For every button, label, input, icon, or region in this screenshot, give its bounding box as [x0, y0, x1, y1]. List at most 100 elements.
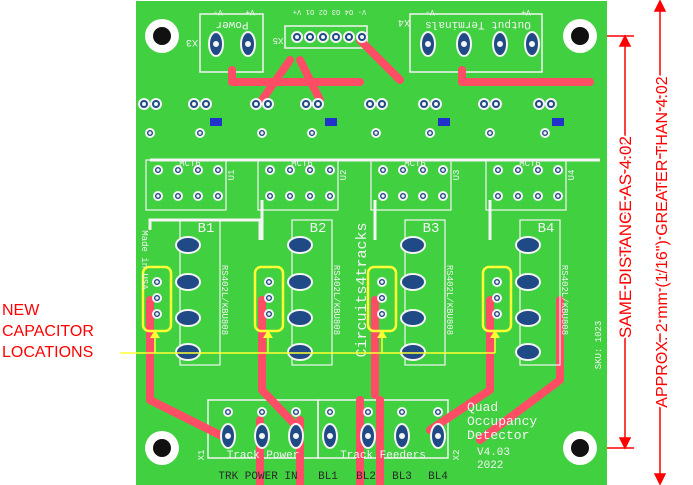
bridge-outline-4	[519, 219, 561, 366]
opto-outline-4	[485, 159, 567, 211]
product-line-2: Occupancy	[467, 414, 537, 429]
pointer-arrow-1	[150, 330, 160, 338]
opto-label-1: MCT6	[179, 159, 201, 169]
opto-1-pin-top-1-hole	[156, 168, 160, 172]
signal-pin-label-6: V-	[358, 7, 366, 15]
small-pad-b-2-hole	[204, 102, 208, 106]
brand-text: Circuits4tracks	[354, 222, 371, 357]
bl4-label: BL4	[428, 471, 448, 483]
signal-pin-label-2: O1	[306, 7, 314, 15]
opto-3-pin-bottom-1-hole	[381, 194, 385, 198]
small-pad-a-3-hole	[254, 102, 258, 106]
optocouplers	[145, 159, 567, 211]
opto-outline-1	[145, 159, 227, 211]
bridge-4-pad-3	[515, 309, 541, 327]
small-pad-a-8-hole	[537, 102, 541, 106]
opto-3-pin-bottom-3-hole	[421, 194, 425, 198]
bl1-label: BL1	[318, 471, 338, 483]
mounting-hole-4	[571, 439, 589, 457]
bridge-2-pad-2	[287, 273, 313, 291]
bottom-terminal-pad-5-hole	[365, 433, 371, 439]
bottom-terminal-pad-6-hole	[399, 433, 405, 439]
header-pin-1-hole	[295, 35, 299, 39]
bridge-3-pad-4	[400, 343, 426, 361]
mounting-holes	[145, 19, 597, 465]
power-label: Power	[215, 18, 248, 30]
bl3-label: BL3	[392, 471, 412, 483]
made-in-usa-text: Made in USA	[139, 230, 149, 290]
annotation-line-3: LOCATIONS	[2, 344, 93, 361]
mounting-hole-1	[153, 27, 171, 45]
small-pad-c-2-hole	[198, 131, 202, 135]
pointer-arrow-4	[490, 330, 500, 338]
track-feeders-label: Track Feeders	[340, 450, 426, 462]
small-pad-a-7-hole	[482, 102, 486, 106]
small-pad-b-8-hole	[549, 102, 553, 106]
bridge-rectifiers	[175, 219, 561, 366]
opto-1-pin-top-3-hole	[196, 168, 200, 172]
opto-3-pin-top-2-hole	[401, 168, 405, 172]
small-pad-c-3-hole	[260, 131, 264, 135]
top-terminal-pad-3-hole	[425, 41, 431, 47]
bridge-1-pad-3	[175, 309, 201, 327]
small-pad-a-6-hole	[422, 102, 426, 106]
opto-2-pin-bottom-4-hole	[328, 194, 332, 198]
bridge-part-4: RS402L/KBU808	[559, 265, 569, 335]
opto-1-pin-bottom-3-hole	[196, 194, 200, 198]
opto-4-pin-bottom-1-hole	[496, 194, 500, 198]
opto-4-pin-bottom-3-hole	[536, 194, 540, 198]
pointer-arrow-2	[263, 330, 273, 338]
opto-4-pin-top-3-hole	[536, 168, 540, 172]
small-pad-a-2-hole	[192, 102, 196, 106]
capacitor-3-pin-1-hole	[380, 280, 384, 284]
x5-label: X5	[273, 35, 284, 45]
bridge-4-pad-4	[515, 343, 541, 361]
product-version: V4.03	[477, 447, 510, 459]
opto-2-pin-bottom-2-hole	[288, 194, 292, 198]
polarity-label-3: V-	[425, 7, 435, 16]
bottom-terminal-pad-1-hole	[225, 433, 231, 439]
small-pad-a-1-hole	[142, 102, 146, 106]
signal-pin-label-4: O3	[332, 7, 340, 15]
sku-text: SKU: 1023	[594, 321, 604, 370]
header-pin-5-hole	[347, 35, 351, 39]
trace-5	[356, 36, 404, 84]
bridge-outline-3	[404, 219, 446, 366]
opto-2-pin-bottom-1-hole	[268, 194, 272, 198]
polarity-label-4: V+	[521, 7, 531, 16]
bridge-2-pad-3	[287, 309, 313, 327]
opto-3-pin-top-4-hole	[441, 168, 445, 172]
bridge-label-3: B3	[423, 221, 440, 237]
bottom-small-pad-2-hole	[260, 410, 264, 414]
small-pad-b-3-hole	[266, 102, 270, 106]
bridge-4-pad-1	[515, 236, 541, 254]
bottom-small-pad-3-hole	[294, 410, 298, 414]
opto-4-pin-top-1-hole	[496, 168, 500, 172]
opto-1-pin-top-2-hole	[176, 168, 180, 172]
same-distance-text: SAME DISTANCE AS 4.02	[616, 136, 635, 338]
top-terminal-pad-4-hole	[461, 41, 467, 47]
trace-1	[228, 66, 364, 86]
capacitor-1-pin-1-hole	[155, 280, 159, 284]
product-line-1: Quad	[467, 400, 498, 415]
capacitor-3-pin-2-hole	[380, 296, 384, 300]
pointer-arrow-3	[377, 330, 387, 338]
bridge-2-pad-4	[287, 343, 313, 361]
bottom-terminal-pad-3-hole	[293, 433, 299, 439]
through-hole-pads	[138, 31, 564, 449]
annotation-line-1: NEW	[2, 302, 40, 319]
bl2-label: BL2	[356, 471, 376, 483]
bridge-4-pad-2	[515, 273, 541, 291]
capacitor-annotation: NEW CAPACITOR LOCATIONS	[2, 302, 500, 361]
channel-labels: MCT6U1B1RS402L/KBU808MCT6U2B2RS402L/KBU8…	[179, 159, 577, 335]
small-pad-b-6-hole	[434, 102, 438, 106]
opto-ref-2: U2	[339, 170, 349, 181]
bridge-1-pad-2	[175, 273, 201, 291]
top-terminal-pad-5-hole	[497, 41, 503, 47]
bridge-1-pad-4	[175, 343, 201, 361]
small-pad-a-4-hole	[304, 102, 308, 106]
bottom-terminal-pad-2-hole	[259, 433, 265, 439]
capacitor-1-pin-3-hole	[155, 312, 159, 316]
track-power-label: Track Power	[227, 450, 300, 462]
